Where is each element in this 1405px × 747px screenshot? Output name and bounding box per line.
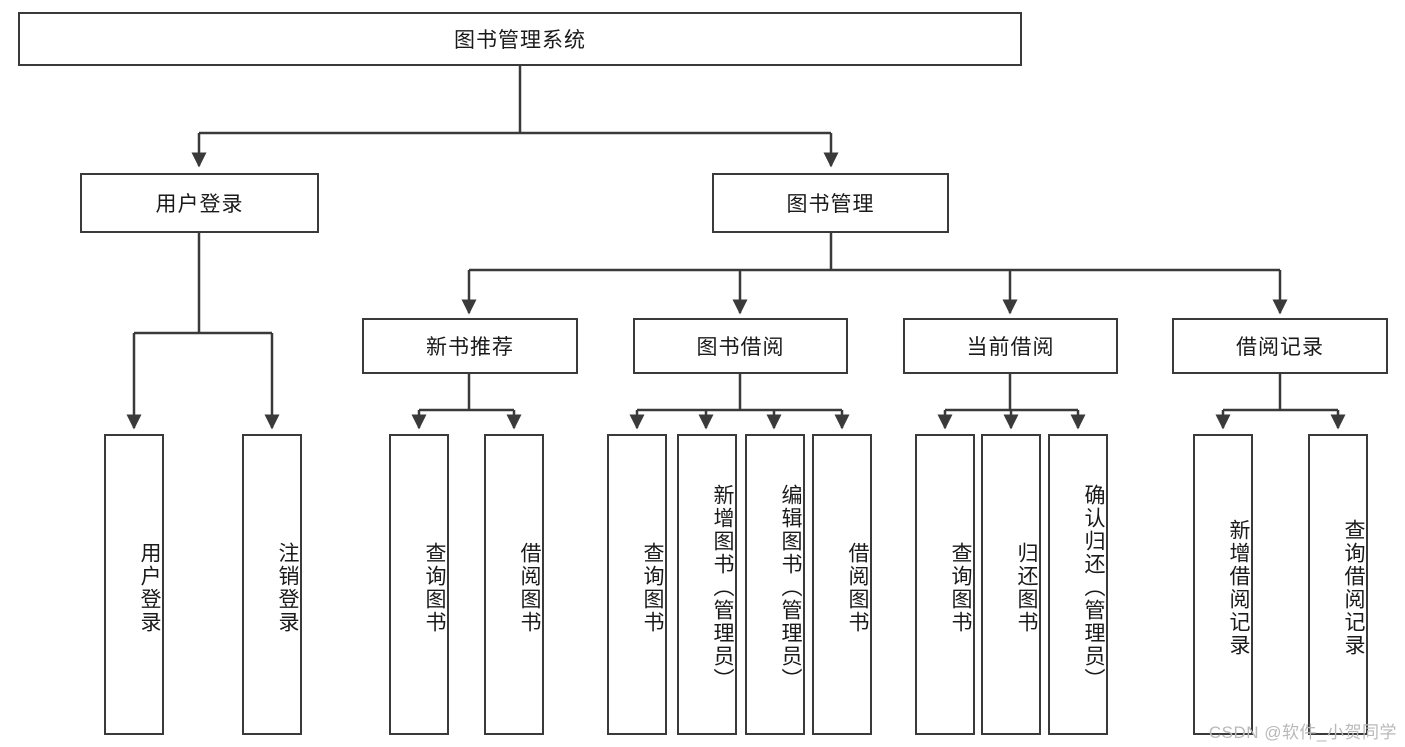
node-label: 借阅图书	[518, 541, 541, 634]
node-new-book-recommend[interactable]: 新书推荐	[362, 318, 578, 374]
node-label: 查询图书	[949, 541, 972, 634]
leaf-return-books[interactable]: 归还图书	[981, 434, 1041, 735]
leaf-query-books-current[interactable]: 查询图书	[915, 434, 975, 735]
leaf-add-book-admin[interactable]: 新增图书（管理员）	[677, 434, 737, 735]
leaf-user-logout[interactable]: 注销登录	[242, 434, 302, 735]
node-label: 当前借阅	[966, 336, 1055, 359]
node-label: 借阅图书	[846, 541, 869, 634]
leaf-query-borrow-record[interactable]: 查询借阅记录	[1308, 434, 1368, 735]
node-book-management[interactable]: 图书管理	[712, 173, 949, 233]
leaf-confirm-return-admin[interactable]: 确认归还（管理员）	[1048, 434, 1108, 735]
leaf-add-borrow-record[interactable]: 新增借阅记录	[1193, 434, 1253, 735]
node-label: 用户登录	[138, 541, 161, 634]
node-label: 新书推荐	[426, 336, 514, 359]
node-user-login[interactable]: 用户登录	[80, 173, 319, 233]
node-label: 确认归还（管理员）	[1082, 484, 1105, 691]
node-label: 新增借阅记录	[1227, 518, 1250, 657]
node-label: 归还图书	[1015, 541, 1038, 634]
leaf-query-books-recommend[interactable]: 查询图书	[389, 434, 449, 735]
node-label: 注销登录	[276, 541, 299, 634]
node-root-library-system[interactable]: 图书管理系统	[18, 12, 1022, 66]
leaf-borrow-books-recommend[interactable]: 借阅图书	[484, 434, 544, 735]
node-borrow-records[interactable]: 借阅记录	[1172, 318, 1388, 374]
node-label: 查询图书	[423, 541, 446, 634]
leaf-user-login[interactable]: 用户登录	[104, 434, 164, 735]
node-label: 查询图书	[641, 541, 664, 634]
node-book-borrow[interactable]: 图书借阅	[633, 318, 848, 374]
csdn-watermark: CSDN @软件_小贺同学	[1208, 723, 1397, 742]
node-label: 图书管理系统	[454, 29, 586, 52]
leaf-query-books-borrow[interactable]: 查询图书	[607, 434, 667, 735]
leaf-borrow-books[interactable]: 借阅图书	[812, 434, 872, 735]
node-label: 查询借阅记录	[1342, 518, 1365, 657]
node-current-borrow[interactable]: 当前借阅	[903, 318, 1118, 374]
node-label: 图书管理	[786, 193, 875, 216]
node-label: 借阅记录	[1236, 336, 1324, 359]
node-label: 图书借阅	[696, 336, 785, 359]
node-label: 编辑图书（管理员）	[779, 484, 802, 691]
node-label: 用户登录	[155, 193, 244, 216]
node-label: 新增图书（管理员）	[711, 484, 734, 691]
leaf-edit-book-admin[interactable]: 编辑图书（管理员）	[745, 434, 805, 735]
